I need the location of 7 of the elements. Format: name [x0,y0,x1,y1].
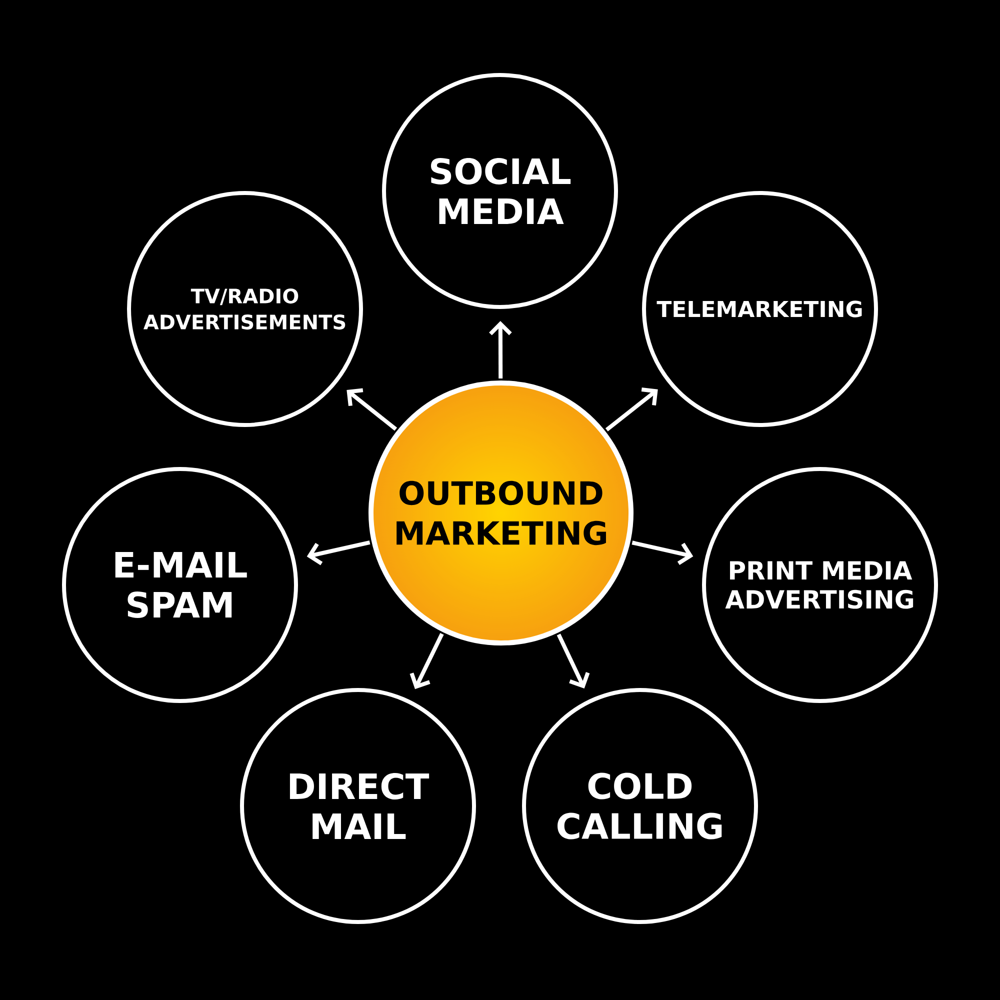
arrow [605,388,658,432]
arrow [489,321,512,379]
arrow [346,388,398,431]
arrow [632,540,694,565]
arrow [306,540,370,566]
arrow [410,633,444,690]
arrow [556,634,590,689]
